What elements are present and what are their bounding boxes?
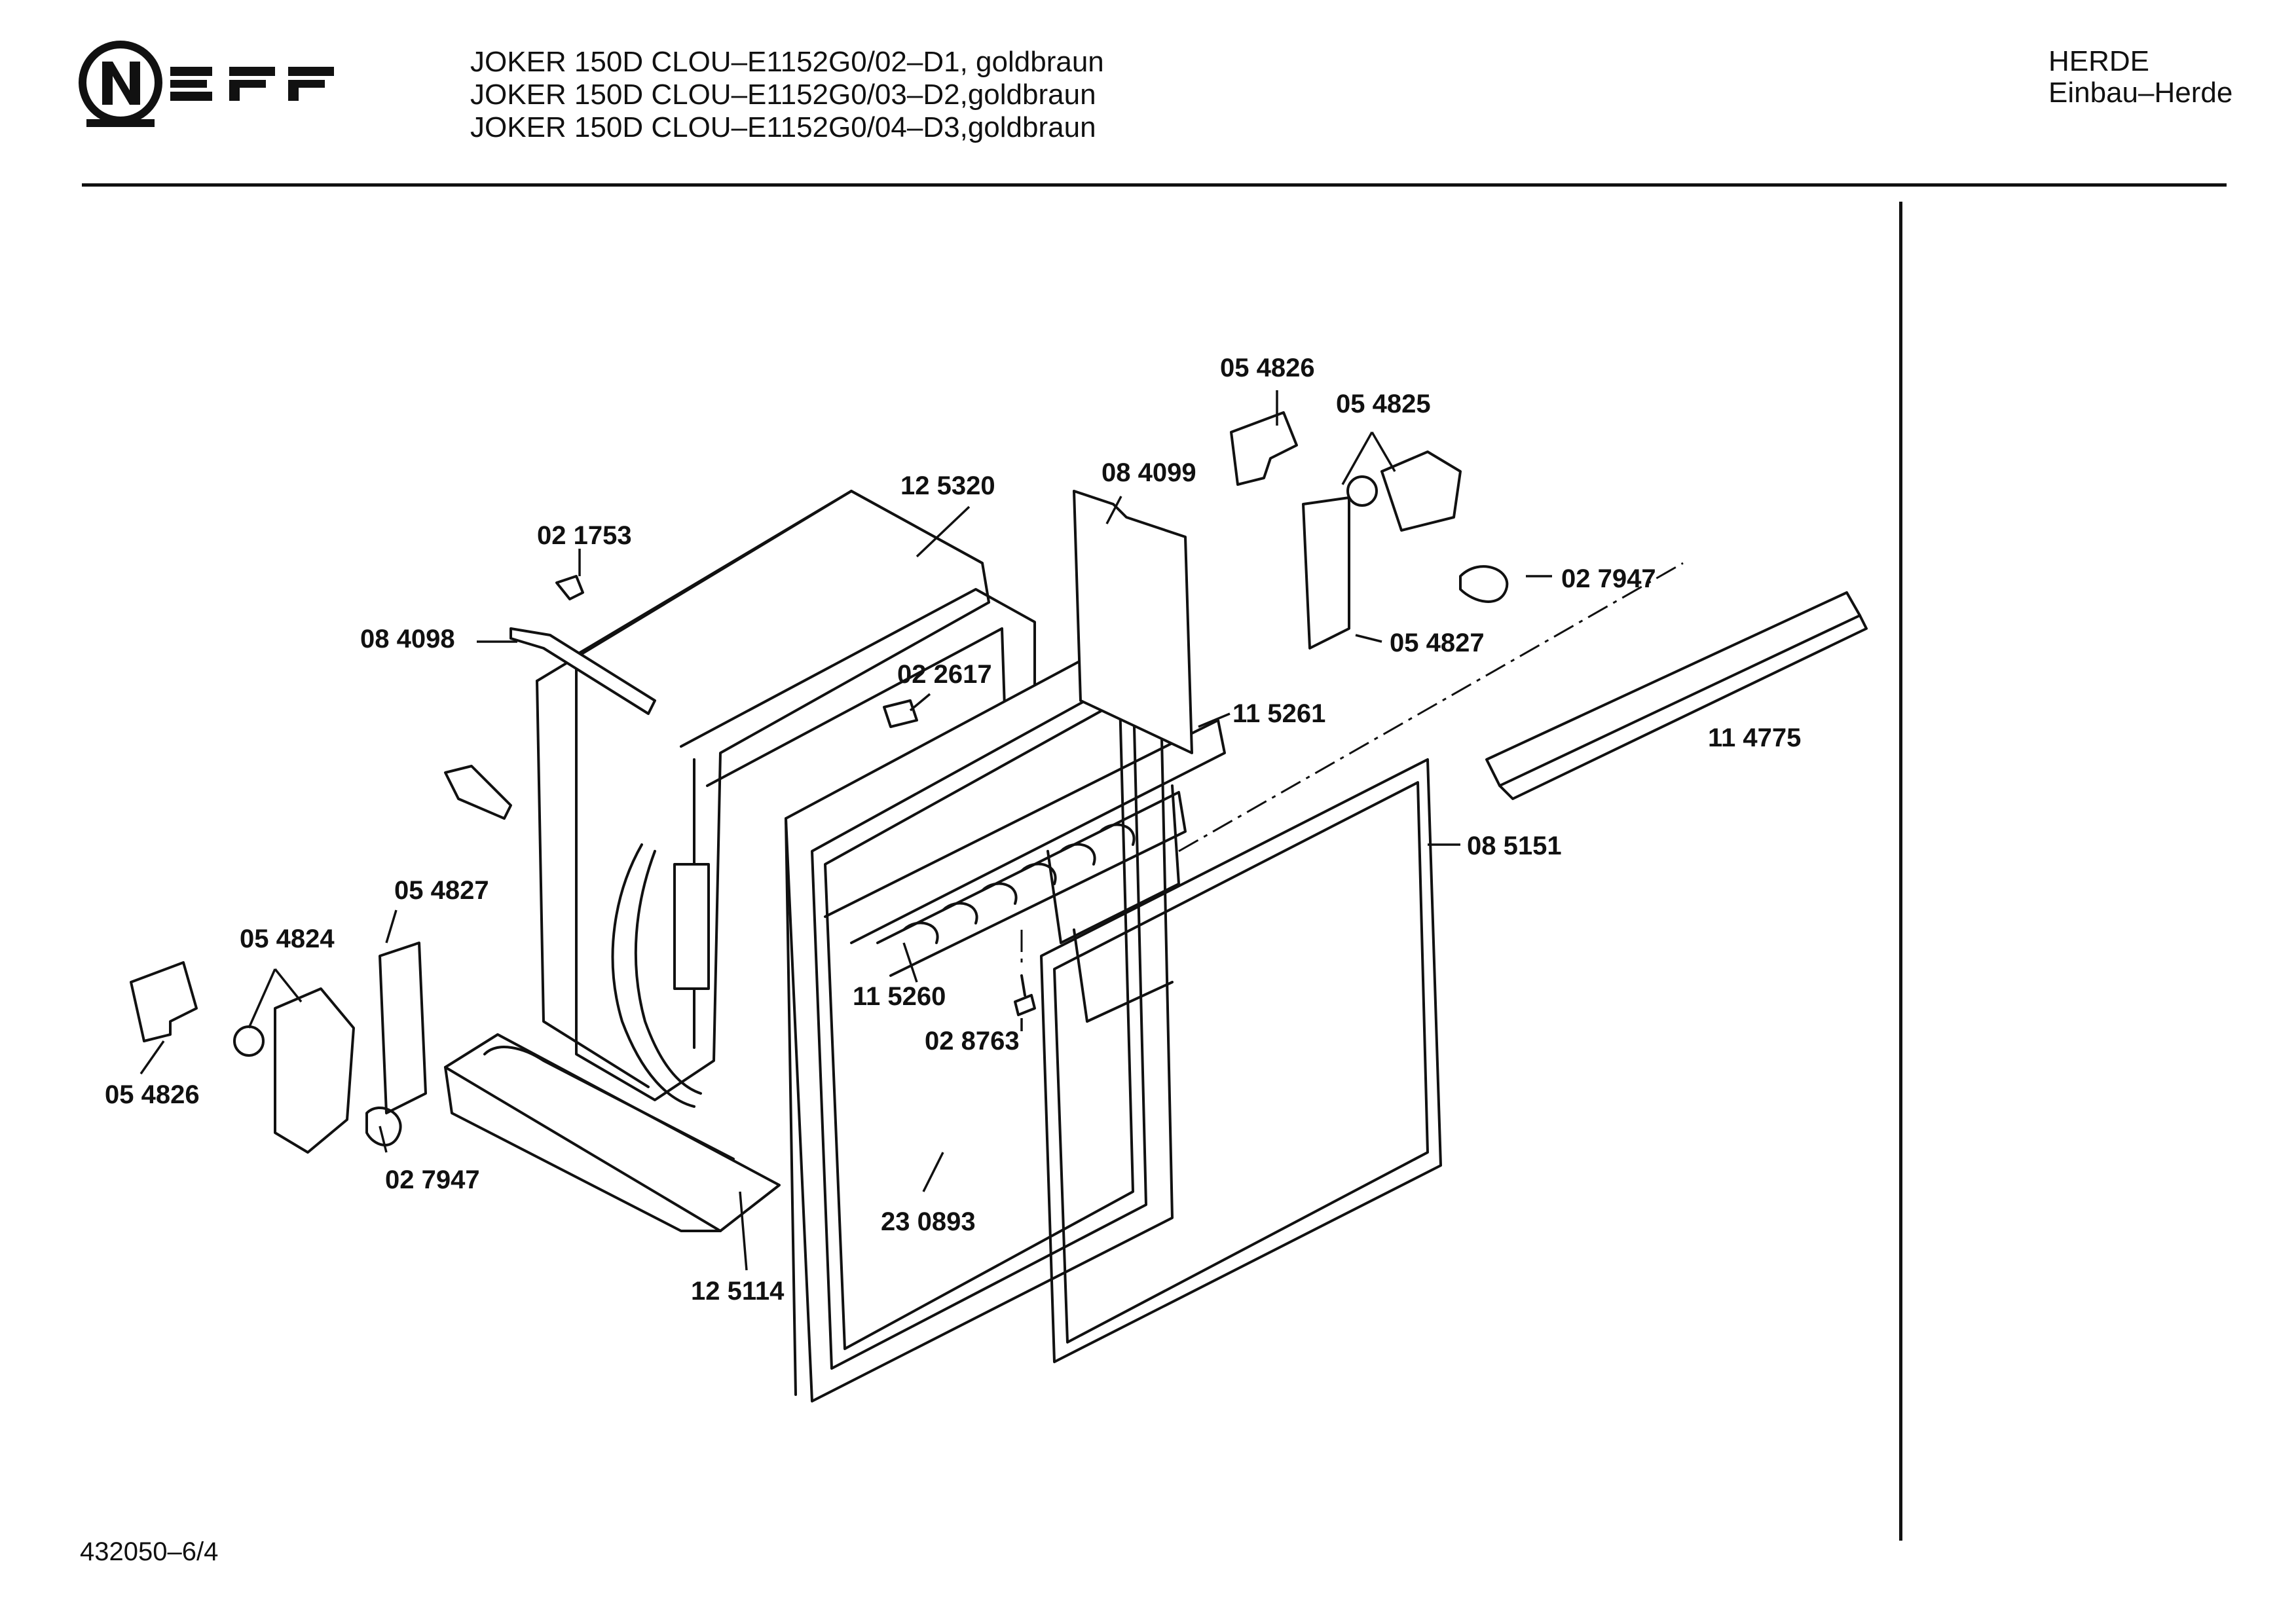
neff-logo [79, 41, 334, 127]
part-label-022617: 02 2617 [897, 660, 992, 689]
lamp-assembly-left [130, 942, 427, 1154]
model-title-block: JOKER 150D CLOU–E1152G0/02–D1, goldbraun… [470, 46, 1104, 144]
lamp-assembly-right [1230, 411, 1509, 650]
door-frame [785, 617, 1174, 1402]
part-label-115261: 11 5261 [1232, 699, 1326, 728]
insulation-084099 [1073, 490, 1193, 754]
part-label-028763: 02 8763 [925, 1027, 1020, 1055]
oven-muffle [536, 490, 1036, 1108]
bracket-left [444, 765, 512, 820]
model-title-line-3: JOKER 150D CLOU–E1152G0/04–D3,goldbraun [470, 111, 1096, 143]
part-label-084099: 08 4099 [1102, 458, 1196, 487]
part-label-084098: 08 4098 [360, 625, 455, 653]
part-label-230893: 23 0893 [881, 1207, 976, 1236]
clip-022617 [883, 699, 918, 728]
header-divider [82, 183, 2227, 187]
part-label-054827-left: 05 4827 [394, 876, 489, 905]
door-seal [1040, 758, 1442, 1363]
part-label-125320: 12 5320 [900, 471, 995, 500]
trim-rail [1485, 591, 1868, 800]
model-title-line-2: JOKER 150D CLOU–E1152G0/03–D2,goldbraun [470, 79, 1096, 111]
category-label: HERDE [2048, 45, 2150, 77]
part-label-054827-right: 05 4827 [1390, 629, 1485, 657]
rail-084098 [509, 627, 656, 715]
clip-021753 [555, 575, 584, 600]
part-label-021753: 02 1753 [537, 521, 632, 550]
model-title-line-1: JOKER 150D CLOU–E1152G0/02–D1, goldbraun [470, 46, 1104, 78]
part-label-125114: 12 5114 [691, 1277, 785, 1306]
part-label-054826-left: 05 4826 [105, 1080, 200, 1109]
leader-lines [139, 390, 1552, 1271]
part-label-027947-left: 02 7947 [385, 1165, 480, 1194]
category-block: HERDE Einbau–Herde [2048, 46, 2232, 109]
right-margin-divider [1899, 202, 1902, 1541]
screw-028763 [1014, 974, 1036, 1016]
part-label-054824: 05 4824 [240, 925, 335, 953]
part-label-114775: 11 4775 [1708, 724, 1802, 752]
part-label-085151: 08 5151 [1467, 832, 1562, 860]
subcategory-label: Einbau–Herde [2048, 77, 2233, 109]
part-label-115260: 11 5260 [853, 982, 946, 1011]
document-number: 432050–6/4 [80, 1537, 219, 1566]
part-label-054825: 05 4825 [1336, 390, 1431, 418]
alignment-line-rail [1178, 562, 1684, 852]
bottom-tray [444, 1033, 781, 1232]
part-label-054826-top: 05 4826 [1220, 354, 1315, 382]
grill-element [824, 719, 1226, 1023]
part-label-027947-right: 02 7947 [1561, 564, 1656, 593]
